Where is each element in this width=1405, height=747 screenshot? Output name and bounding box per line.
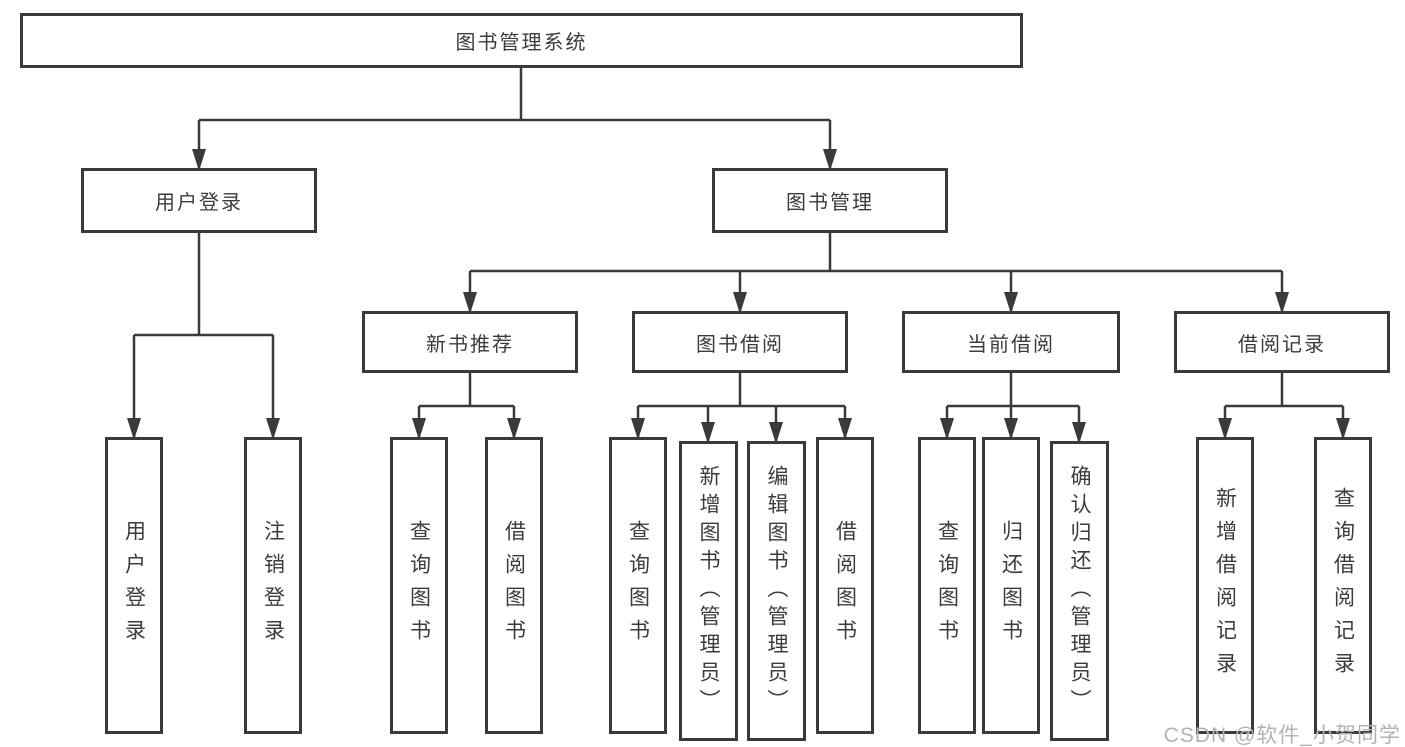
- leaf-current-confirm-admin-label: 确认归还（管理员）: [1068, 465, 1091, 717]
- csdn-watermark: CSDN @软件_小贺同学: [1163, 724, 1401, 747]
- node-new-book-recommend: 新书推荐: [362, 311, 578, 373]
- node-root: 图书管理系统: [20, 13, 1023, 68]
- leaf-newbook-borrow: 借阅图书: [485, 437, 543, 734]
- node-borrow-records: 借阅记录: [1174, 311, 1390, 373]
- leaf-current-query: 查询图书: [918, 437, 976, 734]
- leaf-record-query-label: 查询借阅记录: [1331, 486, 1355, 685]
- leaf-user-login: 用户登录: [105, 437, 163, 734]
- leaf-current-return: 归还图书: [982, 437, 1040, 734]
- leaf-newbook-query: 查询图书: [390, 437, 448, 734]
- node-current-borrow: 当前借阅: [902, 311, 1120, 373]
- node-book-management-label: 图书管理: [786, 192, 874, 214]
- leaf-current-query-label: 查询图书: [935, 519, 959, 652]
- leaf-borrow-edit-admin-label: 编辑图书（管理员）: [765, 465, 788, 717]
- leaf-logout: 注销登录: [244, 437, 302, 734]
- leaf-record-add-label: 新增借阅记录: [1213, 486, 1237, 685]
- leaf-borrow-query-label: 查询图书: [626, 519, 650, 652]
- leaf-record-query: 查询借阅记录: [1314, 437, 1372, 734]
- node-book-borrow-label: 图书借阅: [696, 333, 784, 356]
- leaf-borrow-add-admin: 新增图书（管理员）: [679, 441, 738, 741]
- leaf-borrow-book: 借阅图书: [816, 437, 874, 734]
- leaf-newbook-borrow-label: 借阅图书: [502, 519, 526, 652]
- node-user-login: 用户登录: [81, 168, 317, 233]
- node-new-book-recommend-label: 新书推荐: [426, 333, 514, 356]
- leaf-borrow-book-label: 借阅图书: [833, 519, 857, 652]
- leaf-current-confirm-admin: 确认归还（管理员）: [1050, 441, 1109, 741]
- leaf-borrow-add-admin-label: 新增图书（管理员）: [697, 465, 720, 717]
- node-book-borrow: 图书借阅: [632, 311, 848, 373]
- leaf-borrow-edit-admin: 编辑图书（管理员）: [747, 441, 806, 741]
- node-book-management: 图书管理: [712, 168, 948, 233]
- leaf-record-add: 新增借阅记录: [1196, 437, 1254, 734]
- node-root-label: 图书管理系统: [455, 32, 588, 54]
- node-user-login-label: 用户登录: [155, 192, 243, 214]
- leaf-current-return-label: 归还图书: [999, 519, 1023, 652]
- node-borrow-records-label: 借阅记录: [1238, 333, 1326, 356]
- leaf-logout-label: 注销登录: [261, 519, 285, 652]
- leaf-user-login-label: 用户登录: [122, 519, 146, 652]
- leaf-borrow-query: 查询图书: [609, 437, 667, 734]
- leaf-newbook-query-label: 查询图书: [407, 519, 431, 652]
- node-current-borrow-label: 当前借阅: [967, 333, 1055, 356]
